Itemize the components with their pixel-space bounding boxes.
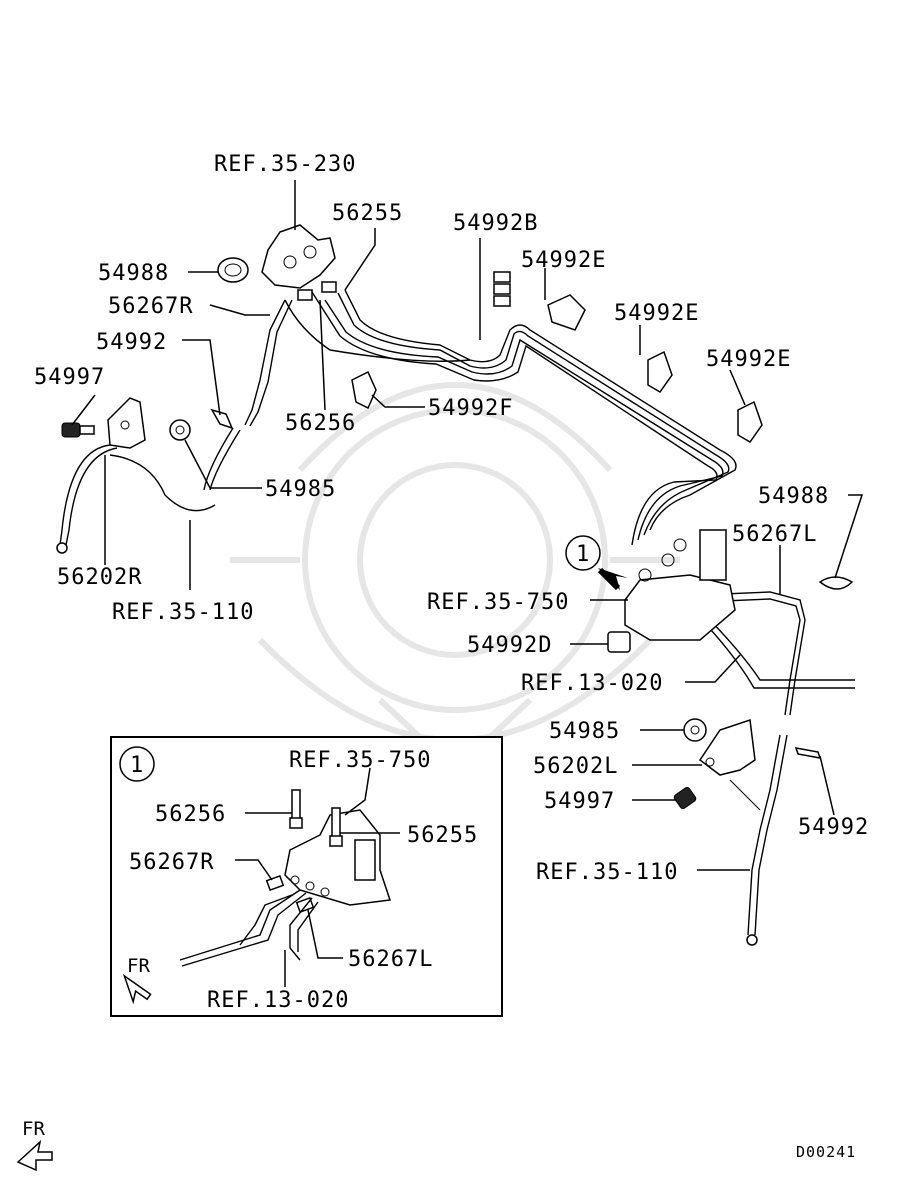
inset-detail: 1 REF.35-750 56256 56255 56267R 56267L R… (110, 736, 503, 1017)
label-54985-right: 54985 (549, 719, 620, 744)
nut-54985-right (683, 718, 707, 742)
bracket-56202R (107, 397, 146, 449)
grommet-54988-right (818, 576, 854, 590)
label-54988-right: 54988 (758, 484, 829, 509)
main-labels: REF.35-230 56255 54992B 54992E 54988 562… (34, 152, 869, 885)
label-54992-right: 54992 (798, 815, 869, 840)
callout-1-label: 1 (576, 542, 590, 567)
clip-54992E-2 (647, 350, 673, 393)
nut-54985-left (169, 419, 191, 441)
clip-54992F (351, 370, 377, 410)
clip-54992-left (210, 408, 234, 430)
label-56256: 56256 (285, 411, 356, 436)
label-54992E-1: 54992E (521, 248, 606, 273)
callout-1-main: 1 (565, 535, 628, 591)
inset-callout-label: 1 (130, 753, 144, 778)
main-brake-lines (56, 289, 855, 946)
diagram-id: D00241 (796, 1143, 856, 1161)
inset-label-56267R: 56267R (129, 850, 214, 875)
inset-fr-arrow-icon (122, 973, 152, 1005)
proportioning-valve (261, 224, 337, 301)
label-54992E-3: 54992E (706, 347, 791, 372)
label-54992D: 54992D (467, 633, 552, 658)
clip-54992-right (794, 747, 822, 759)
label-56202L: 56202L (533, 754, 618, 779)
inset-label-ref-13-020: REF.13-020 (207, 988, 349, 1013)
clip-54992B (493, 271, 511, 307)
leader-lines (71, 180, 864, 871)
label-ref-35-110-right: REF.35-110 (536, 860, 678, 885)
label-54992B: 54992B (453, 211, 538, 236)
label-54992-left: 54992 (96, 330, 167, 355)
footer-fr-arrow-icon (16, 1139, 53, 1172)
label-54988-left: 54988 (98, 261, 169, 286)
footer-fr-label: FR (22, 1118, 45, 1140)
label-54985-left: 54985 (265, 477, 336, 502)
inset-label-56255: 56255 (407, 823, 478, 848)
label-56202R: 56202R (57, 565, 142, 590)
label-56255: 56255 (332, 201, 403, 226)
clip-54992D (607, 631, 631, 653)
clip-54992E-1 (547, 294, 586, 331)
inset-label-ref-35-750: REF.35-750 (289, 748, 431, 773)
label-54992E-2: 54992E (614, 301, 699, 326)
grommet-54988-left (217, 257, 249, 283)
footer: FR D00241 (16, 1118, 856, 1172)
bolt-54997-left (61, 422, 95, 438)
label-ref-13-020: REF.13-020 (521, 671, 663, 696)
bracket-56202L (698, 718, 761, 811)
label-56267R: 56267R (108, 294, 193, 319)
bolt-54997-right (673, 786, 697, 810)
label-56267L: 56267L (732, 522, 817, 547)
label-ref-35-110-left: REF.35-110 (112, 600, 254, 625)
inset-label-56256: 56256 (155, 802, 226, 827)
label-54992F: 54992F (428, 396, 513, 421)
abs-hydraulic-unit (624, 529, 736, 641)
inset-label-56267L: 56267L (348, 947, 433, 972)
label-54997-right: 54997 (544, 789, 615, 814)
label-54997-left: 54997 (34, 365, 105, 390)
label-ref-35-230: REF.35-230 (214, 152, 356, 177)
label-ref-35-750: REF.35-750 (427, 590, 569, 615)
clip-54992E-3 (737, 400, 763, 443)
inset-fr-label: FR (127, 955, 150, 977)
